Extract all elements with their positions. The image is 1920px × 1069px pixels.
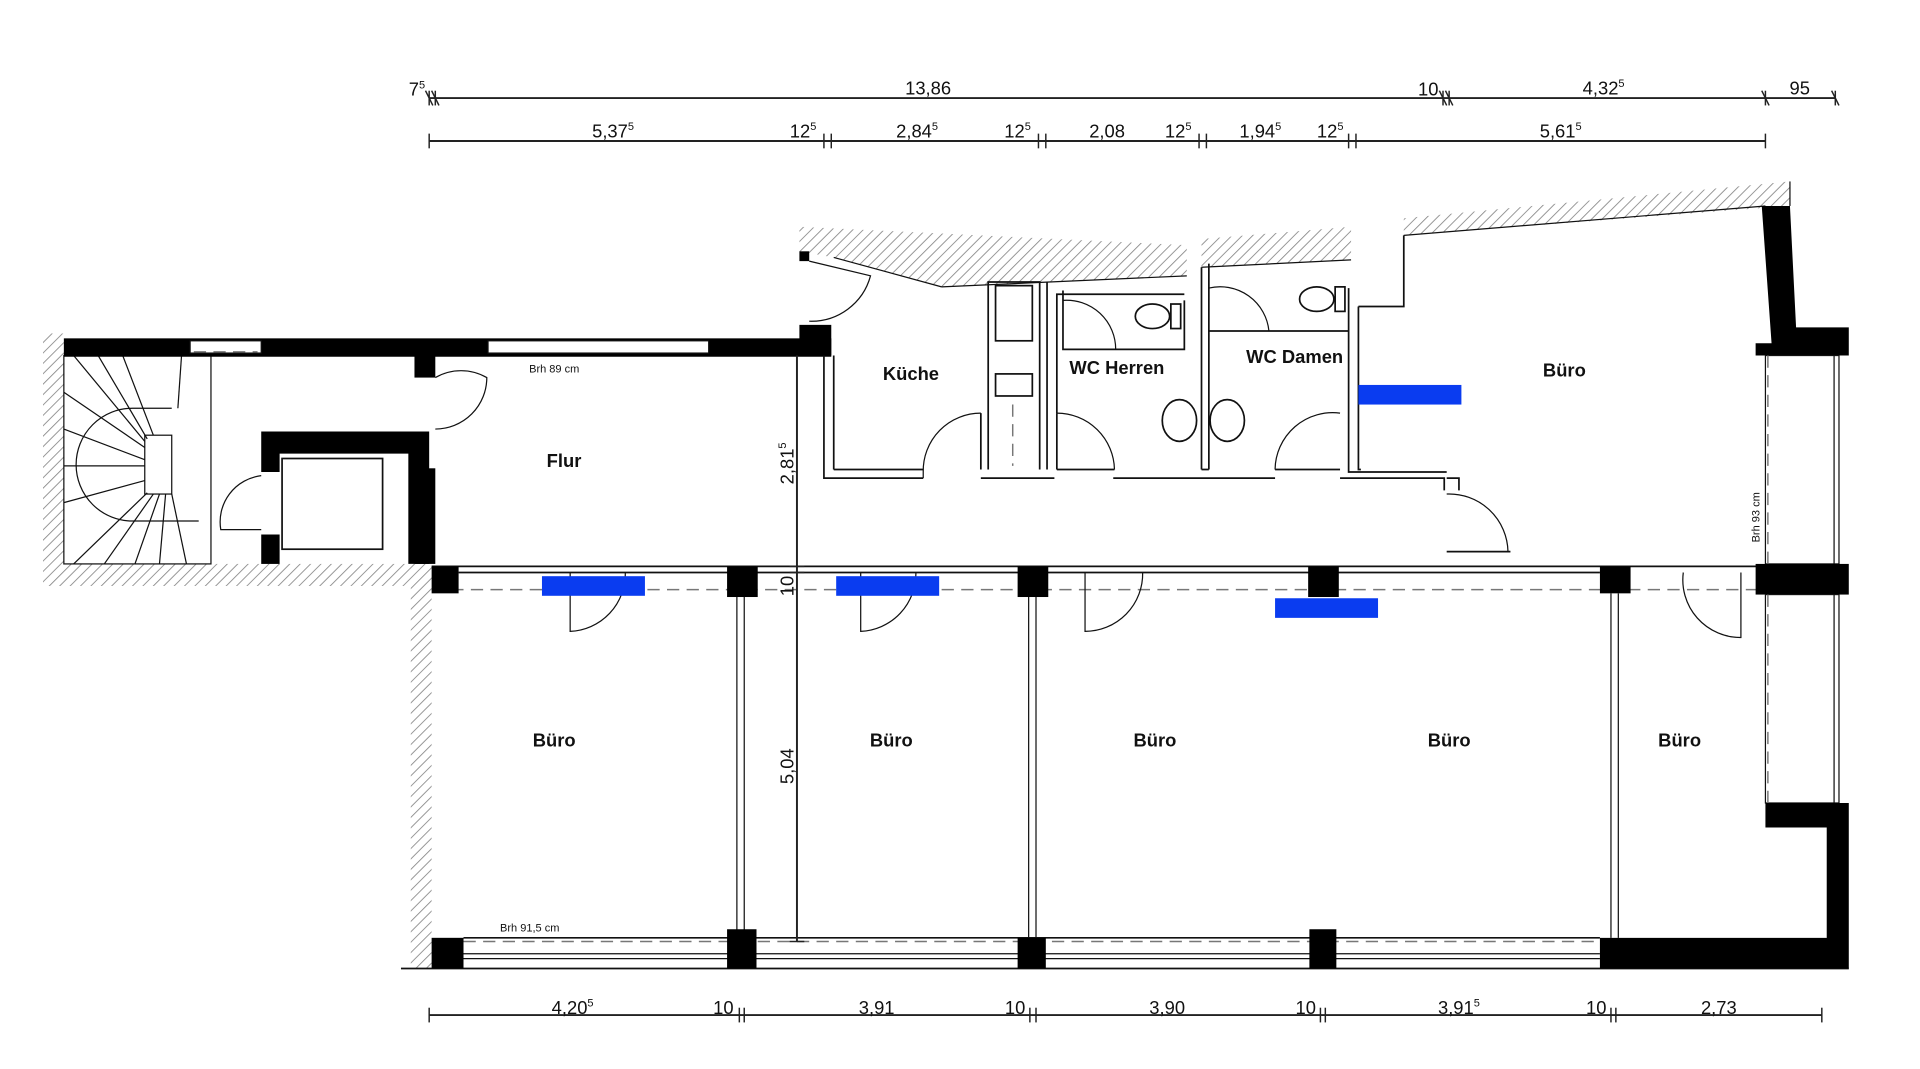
elevator <box>219 431 430 564</box>
dimension-label: 10 <box>776 576 797 596</box>
dimension-label: 125 <box>1317 120 1344 141</box>
note-brh-bottom: Brh 91,5 cm <box>500 923 559 935</box>
room-label-buero: Büro <box>1133 730 1176 751</box>
dimension-label: 10 <box>713 997 733 1018</box>
dimension-row-top-1: 75 13,86 10 4,325 95 <box>409 77 1840 106</box>
dimension-label: 5,615 <box>1540 120 1582 141</box>
dimension-label: 3,90 <box>1149 997 1185 1018</box>
dimension-label: 5,375 <box>592 120 634 141</box>
dimension-label: 2,815 <box>776 442 797 484</box>
radiator <box>541 576 645 596</box>
dimension-row-bottom: 4,205 10 3,91 10 3,90 10 3,915 10 2,73 <box>428 997 1823 1023</box>
room-label-flur: Flur <box>547 450 582 471</box>
dimension-label: 125 <box>1004 120 1031 141</box>
inner-walls <box>823 235 1511 553</box>
sill-height-notes: Brh 89 cm Brh 91,5 cm Brh 93 cm <box>500 364 1762 935</box>
radiator <box>1275 598 1379 618</box>
dimension-label: 10 <box>1295 997 1315 1018</box>
room-label-buero: Büro <box>533 730 576 751</box>
dimension-label: 4,325 <box>1583 77 1625 98</box>
dimension-label: 3,91 <box>859 997 895 1018</box>
room-label-kueche: Küche <box>883 363 939 384</box>
note-brh-right: Brh 93 cm <box>1750 492 1762 542</box>
dimension-label: 2,73 <box>1701 997 1737 1018</box>
radiator <box>1358 384 1462 405</box>
dimension-label: 10 <box>1586 997 1606 1018</box>
radiators <box>541 384 1462 618</box>
dimension-label: 10 <box>1005 997 1025 1018</box>
dimension-label: 4,205 <box>552 997 594 1018</box>
walls <box>63 205 1849 970</box>
dimension-vertical: 2,815 10 5,04 <box>776 355 805 943</box>
room-label-buero: Büro <box>1658 730 1701 751</box>
dimension-label: 125 <box>1165 120 1192 141</box>
dimension-label: 95 <box>1790 77 1810 98</box>
staircase <box>63 354 212 565</box>
room-label-buero-top: Büro <box>1543 359 1586 380</box>
room-labels: Flur Küche WC Herren WC Damen Büro Büro … <box>533 346 1701 751</box>
radiator <box>836 576 940 596</box>
room-label-wc-damen: WC Damen <box>1246 346 1343 367</box>
dimension-label: 2,08 <box>1089 120 1125 141</box>
room-label-buero: Büro <box>870 730 913 751</box>
dimension-label: 13,86 <box>905 77 951 98</box>
dimension-label: 10 <box>1418 79 1438 100</box>
dimension-label: 1,945 <box>1239 120 1281 141</box>
adjacent-building-hatching <box>43 181 1791 969</box>
note-brh-flur: Brh 89 cm <box>529 364 579 376</box>
dimension-label: 5,04 <box>776 748 797 784</box>
dimension-label: 75 <box>409 79 425 100</box>
dimension-label: 125 <box>790 120 817 141</box>
dimension-row-top-2: 5,375 125 2,845 125 2,08 125 1,945 125 5… <box>428 120 1767 149</box>
dimension-label: 2,845 <box>896 120 938 141</box>
room-label-wc-herren: WC Herren <box>1069 357 1164 378</box>
room-label-buero: Büro <box>1428 730 1471 751</box>
dimension-label: 3,915 <box>1438 997 1480 1018</box>
